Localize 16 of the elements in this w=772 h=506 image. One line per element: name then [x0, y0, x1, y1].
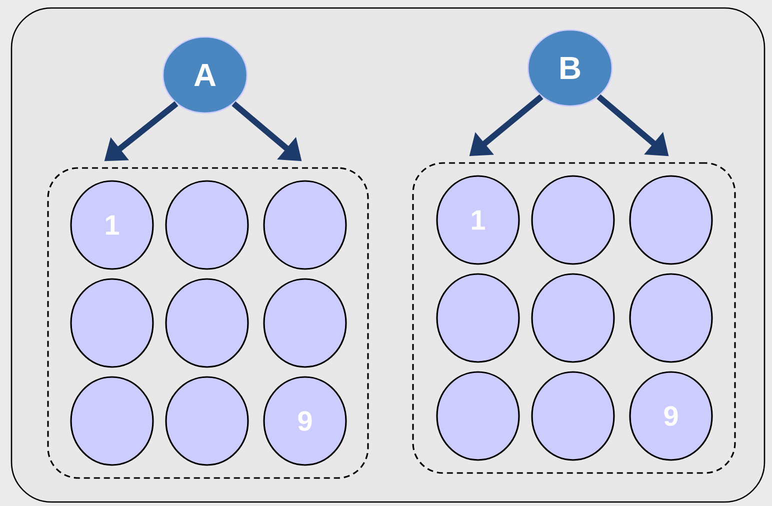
- circle: [263, 278, 347, 368]
- circle: [436, 371, 520, 461]
- circle: [531, 175, 615, 265]
- circle: [165, 278, 249, 368]
- circle: [531, 273, 615, 363]
- circle: [263, 180, 347, 270]
- circle: [531, 371, 615, 461]
- circle: [436, 273, 520, 363]
- circle: [165, 376, 249, 466]
- dashed-group-box: [412, 162, 736, 474]
- circle: [165, 180, 249, 270]
- circle: [629, 273, 713, 363]
- circle: [70, 376, 154, 466]
- circle: [70, 278, 154, 368]
- circle: [629, 175, 713, 265]
- dashed-group-box: [47, 167, 369, 479]
